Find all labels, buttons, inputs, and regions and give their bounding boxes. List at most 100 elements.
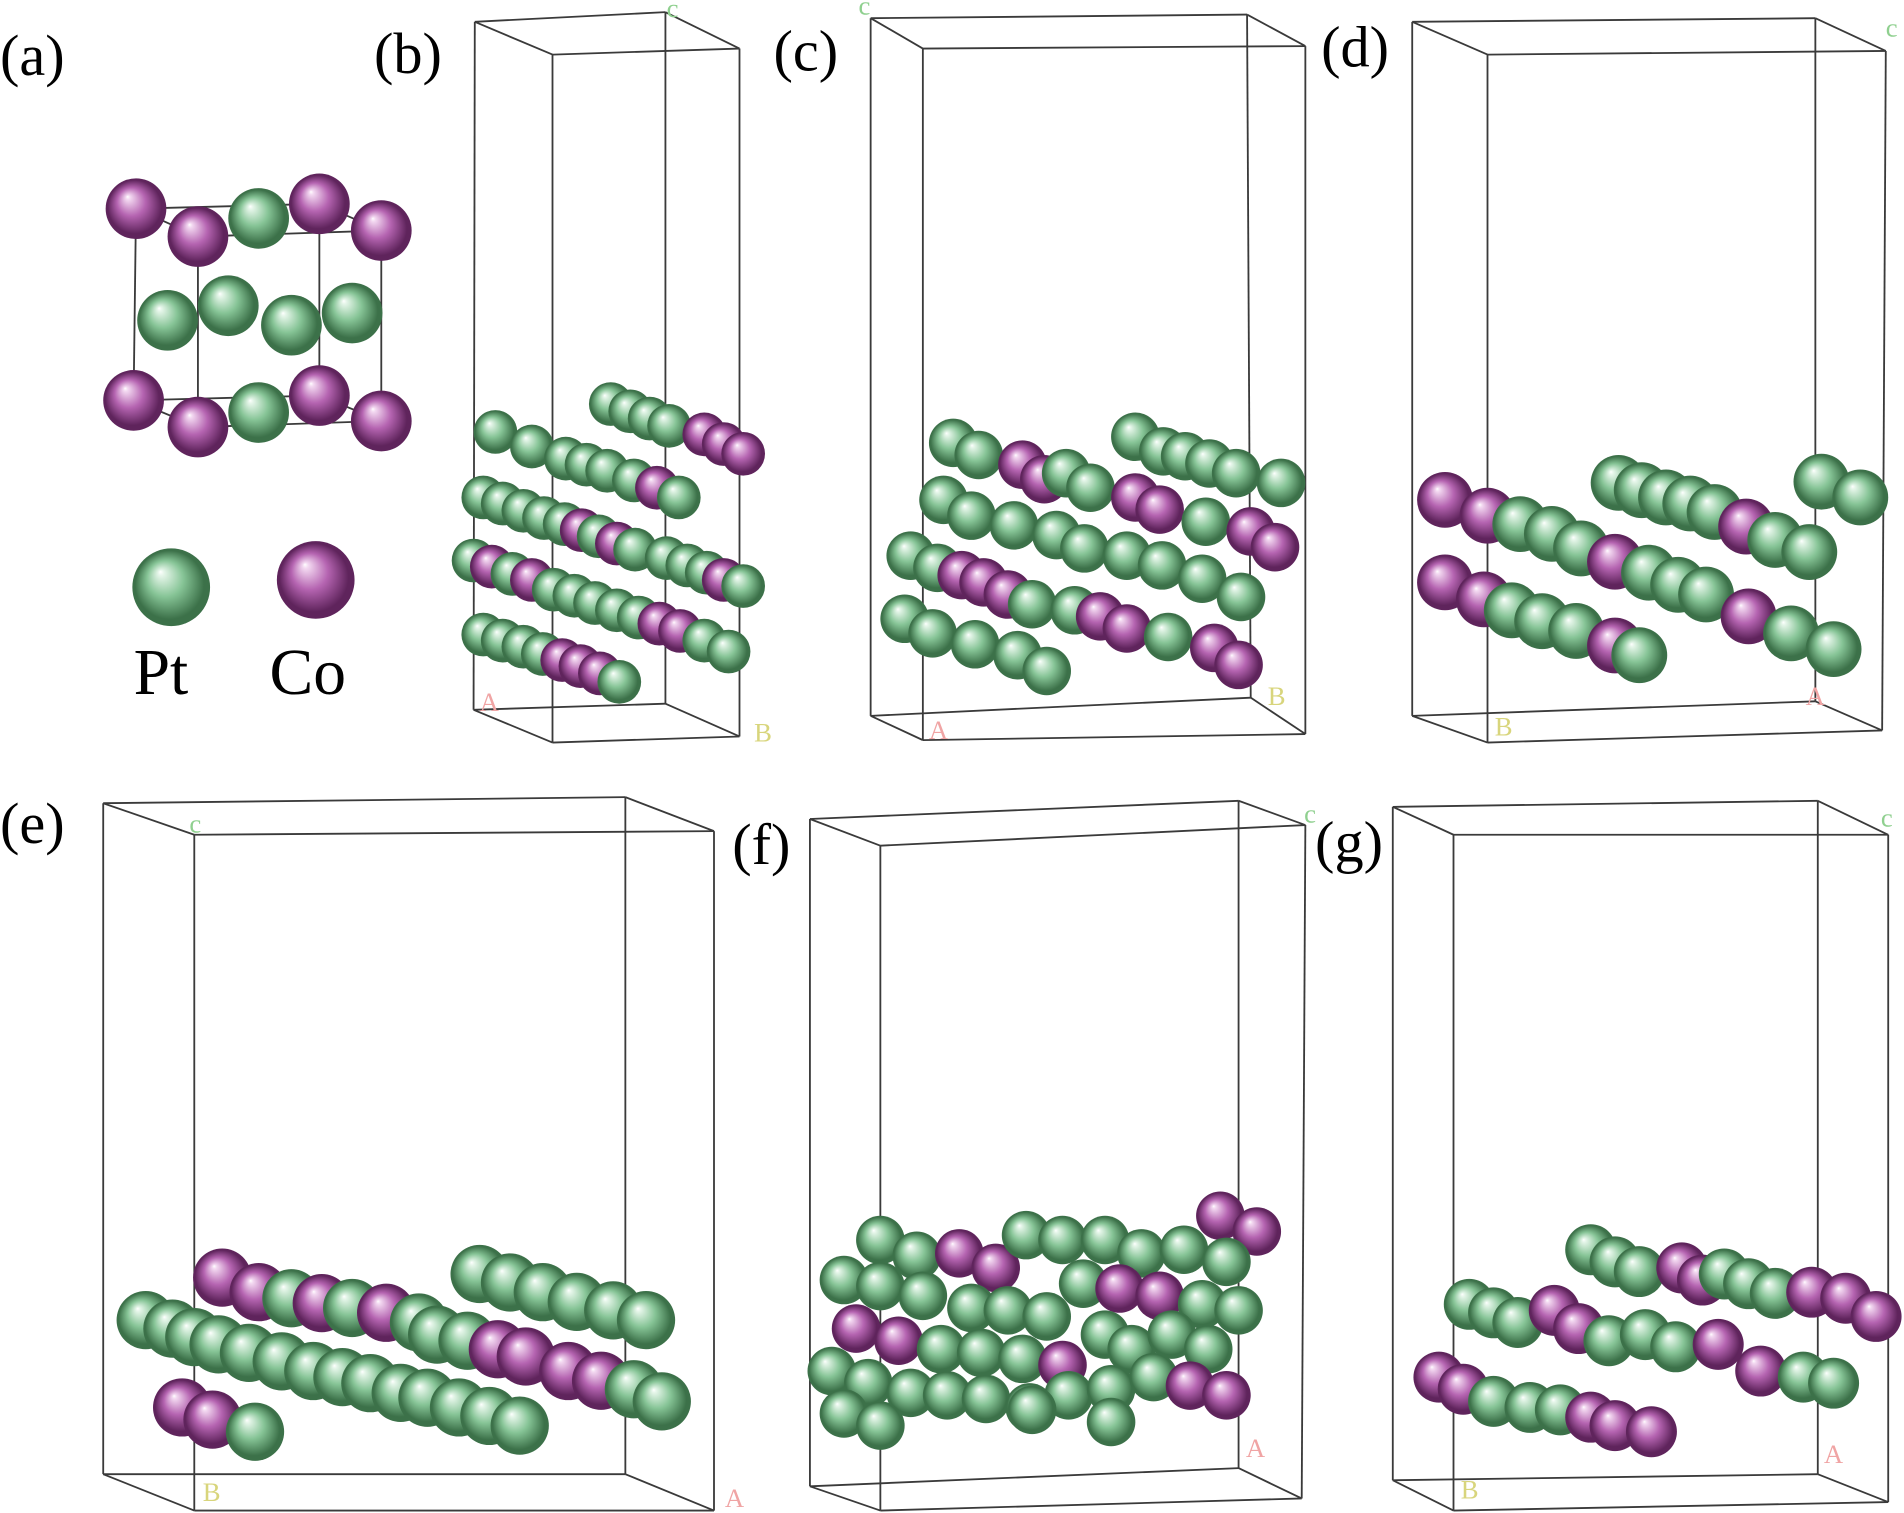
unit-cell-edge [552, 735, 740, 744]
pt-atom [510, 424, 554, 469]
pt-atom [1749, 1267, 1801, 1319]
pt-atom [1211, 448, 1261, 498]
axis-label-b: B [754, 717, 772, 747]
co-atom [1250, 522, 1300, 572]
axis-label-c: c [667, 0, 679, 23]
atoms [103, 173, 412, 458]
pt-atom [1611, 627, 1668, 684]
pt-atom [597, 660, 642, 704]
unit-cell-edge [870, 715, 924, 741]
co-atom [874, 1316, 923, 1365]
pt-atom [632, 1372, 691, 1431]
unit-cell-edge [473, 702, 666, 711]
unit-cell-edges [1391, 799, 1890, 1512]
axis-label-c: c [1881, 802, 1893, 832]
pt-atom [1007, 1385, 1057, 1435]
panel-label-g: (g) [1315, 809, 1383, 874]
panel-label-d: (d) [1321, 15, 1389, 80]
unit-cell-edge [1412, 700, 1816, 717]
pt-atom [706, 629, 751, 674]
pt-atom [1177, 554, 1227, 604]
unit-cell-edge [1453, 1501, 1889, 1512]
unit-cell-edge [1392, 1479, 1454, 1512]
atoms [1413, 1224, 1902, 1458]
co-atom [105, 178, 167, 240]
co-atom [1135, 1271, 1184, 1321]
co-atom [103, 370, 164, 431]
axis-label-c: c [1304, 799, 1316, 829]
legend-spheres [132, 541, 355, 627]
co-atom [721, 431, 765, 476]
pt-atom [908, 609, 957, 658]
pt-atom [989, 501, 1039, 550]
pt-atom [983, 1286, 1033, 1335]
unit-cell-edge [1392, 1473, 1818, 1482]
pt-atom [947, 491, 996, 540]
pt-atom [1044, 1371, 1093, 1420]
panel-c: (c) c A B [774, 0, 1307, 745]
pt-atom [473, 410, 518, 454]
pt-atom [137, 289, 198, 351]
co-atom [167, 206, 229, 267]
axis-label-b: B [1461, 1474, 1479, 1504]
unit-cell-edge [133, 394, 320, 402]
unit-cell-edge [1238, 1467, 1303, 1500]
co-atom [1417, 471, 1473, 528]
pt-atom [225, 1402, 285, 1461]
co-atom [1232, 1207, 1282, 1256]
pt-atom [197, 275, 259, 337]
pt-atom [998, 1334, 1047, 1384]
unit-cell-edge [1392, 799, 1818, 808]
unit-cell-edge [665, 702, 740, 738]
pt-atom [1001, 1210, 1051, 1260]
pt-atom [1808, 1357, 1860, 1409]
co-atom [1850, 1290, 1902, 1342]
panel-e: (e) c B A [0, 791, 745, 1513]
panel-label-c: (c) [774, 18, 839, 83]
co-atom [1165, 1361, 1215, 1410]
unit-cell-edge [870, 17, 924, 50]
unit-cell-edge [880, 1497, 1302, 1512]
pt-atom [647, 404, 691, 448]
pt-atom [1202, 1237, 1251, 1287]
pt-atom [1022, 646, 1071, 696]
pt-atom [856, 1215, 905, 1265]
co-atom [1196, 1191, 1245, 1241]
pt-atom [1137, 541, 1187, 590]
pt-atom [1086, 1397, 1136, 1447]
unit-cell-edge [1487, 50, 1886, 56]
unit-cell-edge [922, 733, 1306, 742]
pt-atom [961, 1374, 1011, 1424]
unit-cell-edge [132, 208, 137, 401]
pt-atom [261, 294, 322, 356]
unit-cell-edge [1817, 1473, 1889, 1503]
pt-legend-sphere [132, 548, 211, 627]
co-atom [1214, 640, 1263, 690]
unit-cell-edge [1411, 21, 1488, 56]
unit-cell-edge [809, 1485, 881, 1512]
unit-cell-edge [809, 1467, 1239, 1488]
atoms [880, 412, 1306, 696]
pt-atom [1181, 497, 1231, 546]
axis-label-b: B [1495, 711, 1513, 741]
atoms [807, 1191, 1282, 1450]
atoms [451, 382, 765, 704]
pt-atom [1022, 1292, 1071, 1341]
unit-cell-edge [1814, 700, 1883, 732]
unit-cell-edge [1246, 13, 1306, 47]
unit-cell-edge [1238, 799, 1306, 826]
pt-atom [1256, 458, 1306, 508]
unit-cell-edge [194, 830, 715, 836]
unit-cell-edges [472, 11, 741, 744]
unit-cell-edge [473, 708, 553, 744]
unit-cell-edge [1814, 17, 1887, 52]
pt-atom [898, 1271, 948, 1321]
panel-a: (a) Pt Co [0, 23, 412, 709]
pt-atom [616, 1290, 676, 1350]
unit-cell-edge [1487, 729, 1883, 744]
unit-cell-edge [1412, 17, 1816, 23]
unit-cell-edge [1411, 714, 1488, 744]
pt-atom [947, 1283, 996, 1333]
unit-cell-edge [103, 796, 626, 805]
pt-atom [956, 1328, 1006, 1378]
